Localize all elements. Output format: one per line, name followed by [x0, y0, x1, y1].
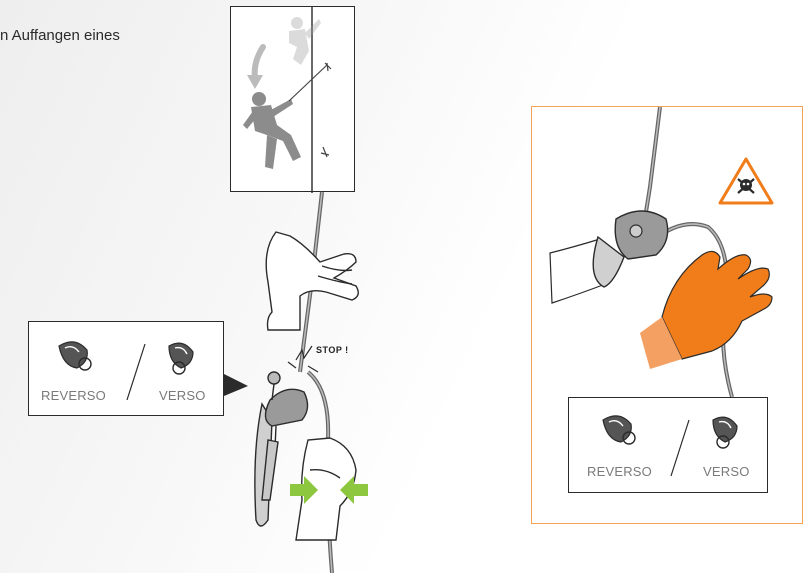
- verso-device-icon: [169, 343, 193, 374]
- reverso-label: REVERSO: [587, 464, 652, 479]
- belay-device: [255, 372, 308, 526]
- callout-pointer: [224, 374, 248, 396]
- device-box-left: REVERSO VERSO: [28, 321, 224, 416]
- device-icons: [569, 398, 769, 494]
- verso-label: VERSO: [159, 388, 206, 403]
- danger-warning-icon: [720, 159, 772, 203]
- guide-hand: [266, 232, 358, 330]
- orange-hand: [640, 251, 772, 369]
- reverso-device-icon: [603, 416, 635, 444]
- verso-label: VERSO: [703, 464, 750, 479]
- stop-label: STOP !: [316, 345, 349, 355]
- device-box-right: REVERSO VERSO: [568, 397, 768, 493]
- reverso-label: REVERSO: [41, 388, 106, 403]
- verso-device-icon: [713, 417, 737, 448]
- reverso-device-icon: [59, 342, 91, 370]
